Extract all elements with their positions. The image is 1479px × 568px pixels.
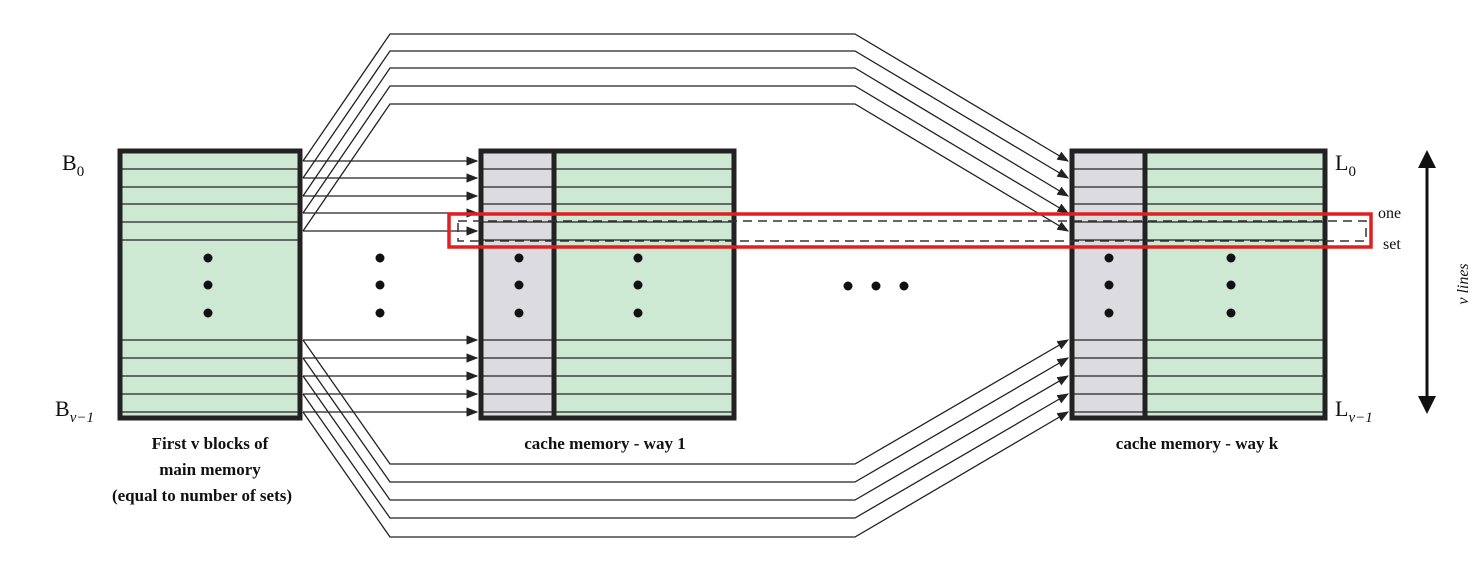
- connector-paths-top: [302, 33, 1070, 232]
- main-memory-block: [117, 148, 303, 421]
- connector-path-top: [302, 33, 1070, 162]
- v-lines-label: v lines: [1455, 263, 1472, 304]
- arrows-to-way1: [303, 156, 479, 417]
- line-lv1-label: Lv−1: [1335, 396, 1373, 426]
- between-ellipsis-vertical: [375, 253, 385, 318]
- memory-caption-line1: First v blocks of: [152, 434, 269, 453]
- memory-block-rows: [122, 168, 298, 413]
- wayk-rows: [1074, 168, 1323, 413]
- way1-caption: cache memory - way 1: [524, 434, 685, 453]
- connector-path-bottom: [302, 411, 1070, 538]
- way1-rows: [483, 168, 732, 413]
- block-b0-label: B0: [62, 150, 84, 180]
- connector-path-top: [302, 103, 1070, 232]
- wayk-caption: cache memory - way k: [1116, 434, 1279, 453]
- connector-path-bottom: [302, 339, 1070, 465]
- connector-path-bottom: [302, 393, 1070, 519]
- connector-path-top: [302, 85, 1070, 214]
- block-bv1-label: Bv−1: [55, 396, 94, 426]
- connector-paths-bottom: [302, 339, 1070, 538]
- line-l0-label: L0: [1335, 150, 1356, 180]
- connector-path-top: [302, 50, 1070, 179]
- one-set-label-line1: one: [1378, 205, 1401, 222]
- one-set-highlight-box: [447, 212, 1373, 249]
- connector-path-bottom: [302, 357, 1070, 483]
- connector-path-top: [302, 67, 1070, 197]
- wayk-ellipsis-dots: [1104, 253, 1236, 318]
- memory-caption-line2: main memory: [159, 460, 261, 479]
- v-lines-arrow-top: [1418, 150, 1436, 168]
- way1-ellipsis-dots: [514, 253, 643, 318]
- between-ellipsis-horizontal: [843, 281, 909, 291]
- cache-way-k: [1069, 148, 1328, 421]
- one-set-dashed-outline: [457, 220, 1367, 242]
- v-lines-arrow-bottom: [1418, 396, 1436, 414]
- memory-caption-line3: (equal to number of sets): [112, 486, 292, 505]
- cache-way-1: [478, 148, 737, 421]
- connector-path-bottom: [302, 375, 1070, 501]
- memory-ellipsis-dots: [203, 253, 213, 318]
- one-set-label-line2: set: [1383, 236, 1401, 253]
